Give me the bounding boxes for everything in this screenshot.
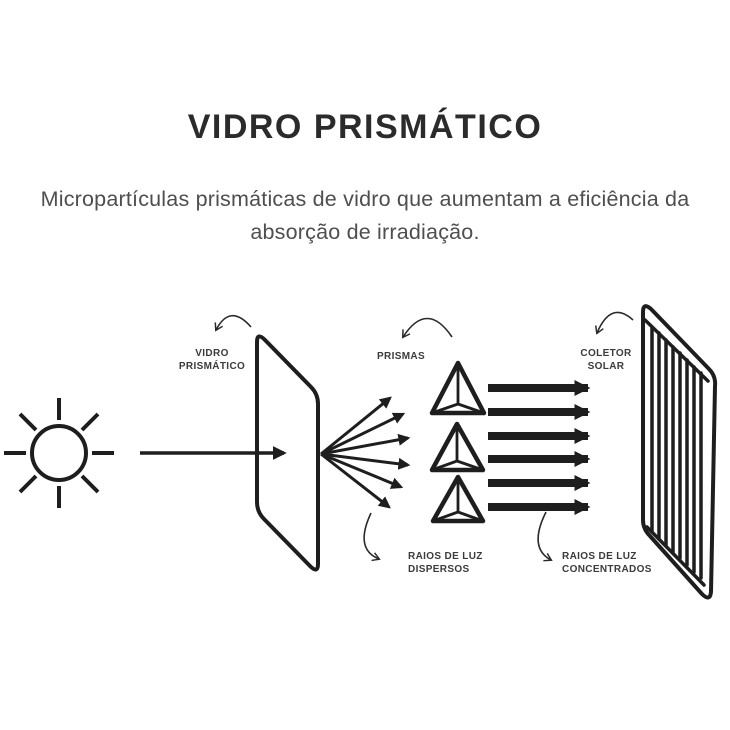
dispersed-rays [320, 396, 411, 509]
prisms-pointer-arrow [401, 317, 453, 339]
page-title: VIDRO PRISMÁTICO [187, 108, 543, 146]
prismatic-glass-pane [255, 334, 320, 572]
prism-icon-3 [430, 474, 486, 524]
glass-label-line1: VIDRO [195, 348, 228, 359]
diagram-labels: VIDRO PRISMÁTICO PRISMAS COLETOR SOLAR R… [179, 348, 652, 575]
glass-pointer-arrow [214, 314, 252, 332]
subtitle-line-2: absorção de irradiação. [250, 220, 480, 244]
concentrated-label-line1: RAIOS DE LUZ [562, 551, 637, 562]
collector-pointer-arrow [594, 311, 634, 335]
collector-label-line1: COLETOR [580, 348, 632, 359]
prism-icon-1 [429, 360, 487, 416]
concentrated-rays [488, 380, 591, 515]
page-subtitle: Micropartículas prismáticas de vidro que… [0, 183, 730, 249]
collector-grid [643, 318, 710, 587]
dispersed-pointer-arrow [363, 512, 381, 562]
glass-label-line2: PRISMÁTICO [179, 359, 245, 372]
prisms-label: PRISMAS [377, 351, 425, 362]
sun-icon [4, 398, 114, 508]
dispersed-label-line2: DISPERSOS [408, 564, 470, 575]
subtitle-line-1: Micropartículas prismáticas de vidro que… [40, 187, 690, 211]
concentrated-label-line2: CONCENTRADOS [562, 564, 652, 575]
solar-collector-panel [641, 304, 718, 600]
concentrated-pointer-arrow [537, 511, 553, 562]
prism-icon-2 [429, 421, 486, 473]
dispersed-label-line1: RAIOS DE LUZ [408, 551, 483, 562]
collector-label-line2: SOLAR [588, 361, 625, 372]
